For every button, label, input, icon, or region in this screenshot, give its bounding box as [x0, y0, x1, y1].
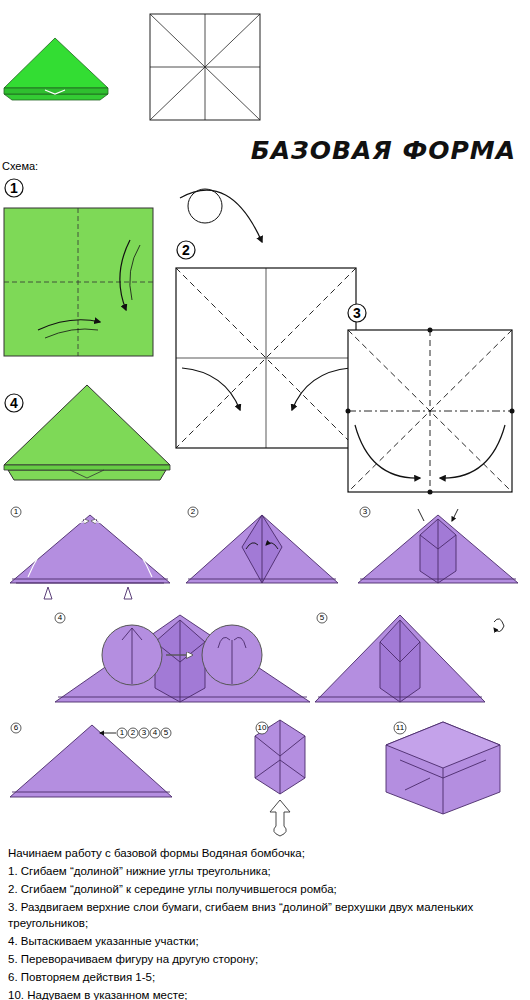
step-number: 4: [4, 395, 24, 411]
step-number: 3: [347, 305, 367, 321]
step-number: 1: [4, 180, 24, 196]
step-number: 10: [252, 723, 272, 733]
instruction-text: 3. Раздвигаем верхние слои бумаги, сгиба…: [8, 899, 520, 931]
instruction-text: Начинаем работу с базовой формы Водяная …: [8, 845, 520, 861]
step-number: 4: [50, 613, 70, 623]
step-number: 2: [176, 242, 196, 258]
instruction-text: 5. Переворачиваем фигуру на другую сторо…: [8, 951, 520, 967]
step-number: 3: [134, 728, 154, 738]
instruction-text: 6. Повторяем действия 1-5;: [8, 969, 520, 985]
instruction-text: 2. Сгибаем “долиной” к середине углы пол…: [8, 881, 520, 897]
scheme-label: Схема:: [2, 160, 38, 172]
page-title: БАЗОВАЯ ФОРМА: [251, 136, 516, 165]
step-number: 2: [123, 728, 143, 738]
step-number: 5: [156, 728, 176, 738]
instruction-text: 1. Сгибаем “долиной” нижние углы треугол…: [8, 863, 520, 879]
instruction-text: 4. Вытаскиваем указанные участки;: [8, 933, 520, 949]
step-number: 11: [390, 723, 410, 733]
step-number: 1: [112, 728, 132, 738]
step-number: 4: [145, 728, 165, 738]
instruction-text: 10. Надуваем в указанном месте;: [8, 987, 520, 1000]
step-number: 3: [355, 507, 375, 517]
step-number: 2: [183, 507, 203, 517]
step-number: 1: [6, 507, 26, 517]
step-number: 6: [6, 723, 26, 733]
step-number: 5: [312, 613, 332, 623]
